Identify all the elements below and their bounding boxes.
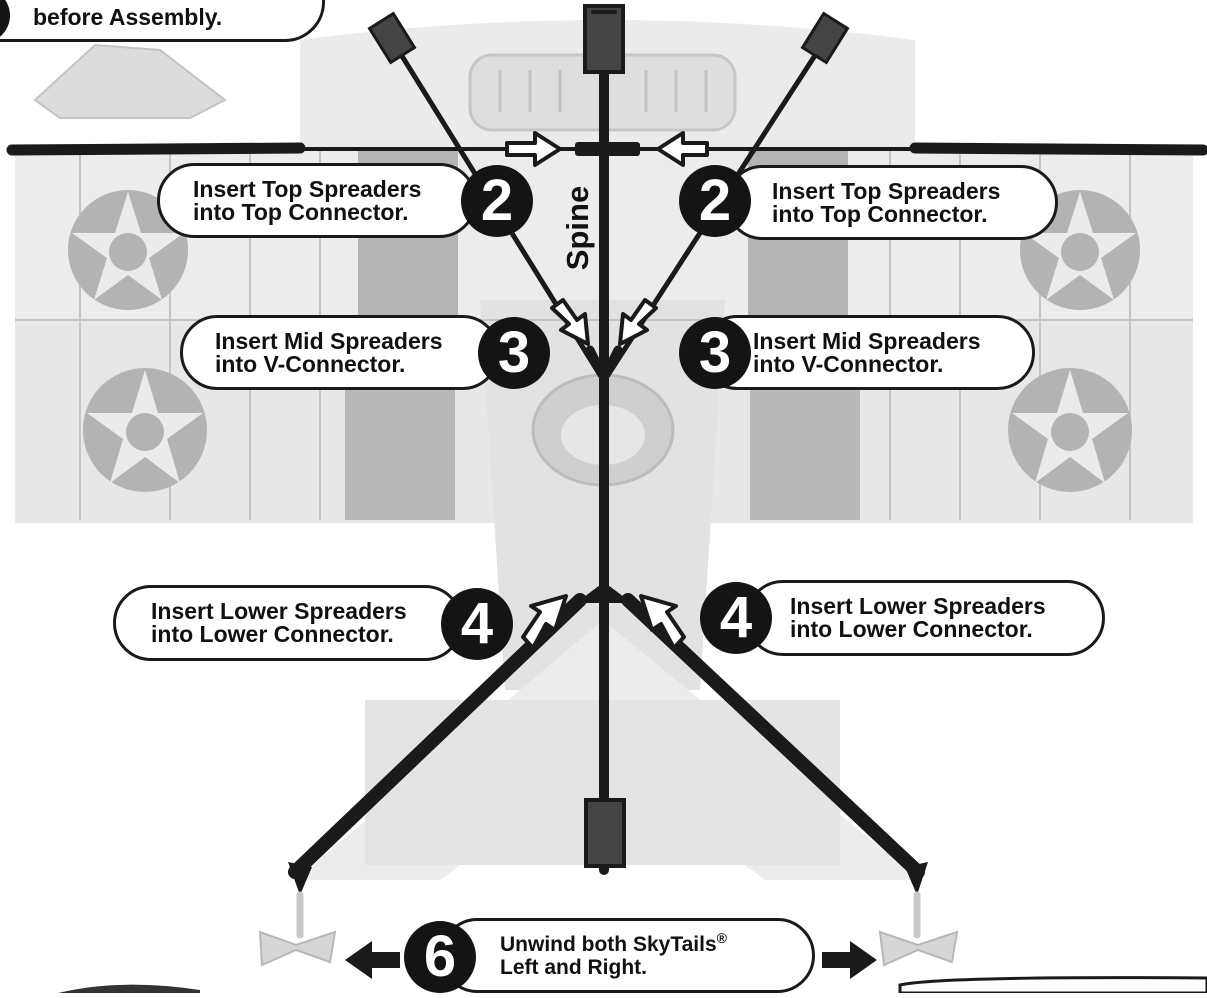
step3-right-badge: 3: [679, 317, 751, 389]
step4-right-line1: Insert Lower Spreaders: [790, 593, 1046, 619]
arrow-tail-right: [822, 941, 877, 979]
intro-step-badge: [0, 0, 10, 43]
arrow-top-left: [505, 131, 562, 167]
roundel-left-lower: [83, 368, 207, 492]
spine-bottom-cap: [584, 798, 626, 868]
spine-top-cap: [583, 4, 625, 74]
step6-badge: 6: [404, 921, 476, 993]
lower-connector: [576, 582, 632, 603]
corner-fragment-left: [58, 984, 200, 993]
roundel-left-upper: [68, 190, 188, 310]
spine-label: Spine: [560, 185, 595, 271]
spine-label-wrap: Spine: [556, 180, 606, 280]
arrow-lower-right: [639, 594, 686, 650]
inset-kite-thumbnail: [33, 43, 227, 119]
step3-left-callout: Insert Mid Spreaders into V-Connector.: [180, 315, 500, 390]
corner-fragment-right: [898, 976, 1207, 995]
grille-bars: [498, 70, 708, 112]
assembly-arrows: [505, 131, 709, 650]
step3-right-callout: Insert Mid Spreaders into V-Connector.: [700, 315, 1035, 390]
step4-left-callout: Insert Lower Spreaders into Lower Connec…: [113, 585, 463, 661]
step2-right-line1: Insert Top Spreaders: [772, 177, 1001, 204]
step4-left-badge: 4: [441, 588, 513, 660]
roundel-right-lower: [1008, 368, 1132, 492]
step2-left-line2: into Top Connector.: [193, 198, 409, 225]
step3-right-line2: into V-Connector.: [753, 350, 944, 377]
leading-edge-right: [909, 142, 1207, 156]
step4-left-line2: into Lower Connector.: [151, 621, 394, 647]
skytail-left: [258, 930, 337, 967]
intro-callout: before Assembly.: [0, 0, 325, 42]
step2-right-line2: into Top Connector.: [772, 200, 988, 227]
upper-spreader-right-tip: [800, 11, 850, 65]
step6-line1-wrap: Unwind both SkyTails®: [500, 929, 812, 956]
step2-right-badge: 2: [679, 165, 751, 237]
step2-left-badge: 2: [461, 165, 533, 237]
step2-right-callout: Insert Top Spreaders into Top Connector.: [725, 165, 1058, 240]
arrow-top-right: [656, 131, 709, 167]
step2-left-callout: Insert Top Spreaders into Top Connector.: [157, 163, 477, 238]
step3-left-line2: into V-Connector.: [215, 350, 406, 377]
arrow-mid-left: [550, 298, 590, 346]
step3-left-line1: Insert Mid Spreaders: [215, 327, 443, 354]
arrow-lower-left: [521, 594, 568, 650]
step6-line2: Left and Right.: [500, 955, 647, 979]
registered-mark: ®: [716, 929, 727, 946]
step2-left-line1: Insert Top Spreaders: [193, 175, 422, 202]
step3-left-badge: 3: [478, 317, 550, 389]
step4-left-line1: Insert Lower Spreaders: [151, 598, 407, 624]
upper-spreader-left-tip: [367, 11, 417, 65]
leading-edge-left: [6, 142, 306, 156]
step4-right-line2: into Lower Connector.: [790, 616, 1033, 642]
tail-arrows: [345, 941, 877, 979]
step6-callout: Unwind both SkyTails® Left and Right.: [440, 918, 815, 993]
step6-line1: Unwind both SkyTails: [500, 932, 717, 956]
step4-right-badge: 4: [700, 582, 772, 654]
step3-right-line1: Insert Mid Spreaders: [753, 327, 981, 354]
step4-right-callout: Insert Lower Spreaders into Lower Connec…: [745, 580, 1105, 656]
intro-callout-text: before Assembly.: [33, 4, 223, 30]
arrow-mid-right: [618, 298, 658, 346]
skytail-right: [878, 930, 959, 967]
v-connector: [585, 345, 623, 389]
arrow-tail-left: [345, 941, 400, 979]
